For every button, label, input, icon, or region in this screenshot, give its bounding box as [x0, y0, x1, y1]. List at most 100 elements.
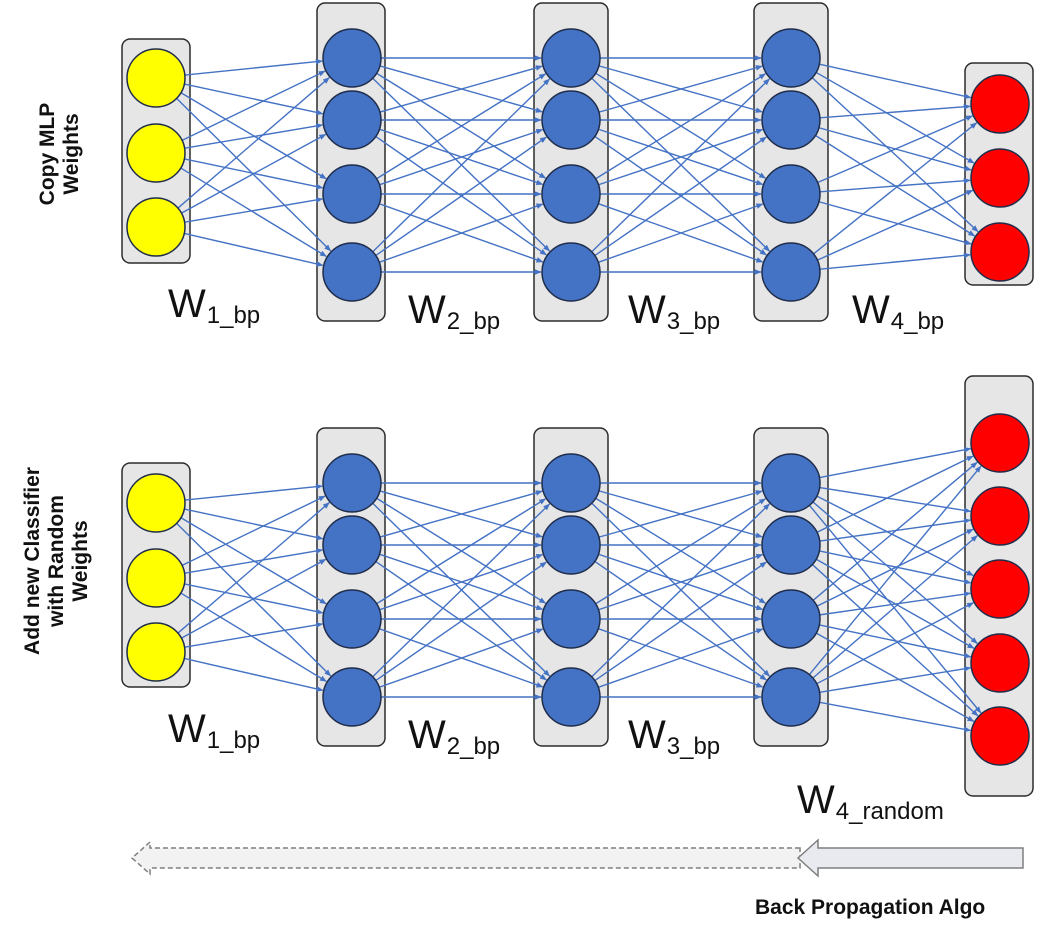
dashed-arrow: [130, 840, 801, 876]
top-label-line1: Copy MLP: [36, 102, 59, 206]
bottom-output-node-5-1: [970, 413, 1030, 473]
top-connection: [372, 78, 551, 253]
top-connection: [595, 73, 767, 180]
top-output-node-5-3: [970, 222, 1030, 282]
bottom-connection: [812, 535, 978, 679]
top-hidden-node-3-1: [541, 28, 601, 88]
bottom-connection: [184, 622, 324, 648]
top-hidden-node-3-4: [541, 242, 601, 302]
bottom-connection: [598, 490, 763, 538]
top-connection: [815, 71, 975, 164]
bottom-connection: [598, 628, 764, 688]
bottom-connection: [181, 558, 327, 639]
weight-label-top-1: W1_bp: [168, 282, 261, 329]
bottom-hidden-node-4-1: [761, 453, 821, 513]
bottom-output-node-5-3: [970, 559, 1030, 619]
bottom-connection: [594, 561, 767, 682]
bottom-connection: [184, 548, 324, 574]
top-connection: [184, 123, 324, 149]
weight-label-top-2: W2_bp: [408, 288, 501, 335]
weight-label-bottom-4: W4_random: [797, 778, 944, 825]
top-hidden-node-4-2: [761, 90, 821, 150]
solid-arrow: [796, 838, 1024, 878]
bottom-connection: [591, 503, 770, 678]
top-nodes: [126, 28, 1030, 302]
bottom-hidden-node-2-2: [322, 515, 382, 575]
weight-label-bottom-2: W2_bp: [408, 713, 501, 760]
top-connection: [811, 77, 979, 233]
weight-label-bottom-3: W3_bp: [628, 713, 721, 760]
bottom-connection: [177, 502, 330, 634]
bottom-connection: [819, 486, 972, 514]
bottom-connection: [595, 498, 767, 605]
bottom-output-node-5-5: [970, 706, 1030, 766]
bottom-connection: [811, 564, 979, 717]
top-input-node-1-3: [126, 197, 186, 257]
top-connection: [184, 58, 323, 76]
bottom-hidden-node-2-3: [322, 589, 382, 649]
top-hidden-node-3-3: [541, 164, 601, 224]
bottom-connection: [808, 504, 982, 714]
bottom-label-line1: Add new Classifier: [21, 467, 44, 655]
bottom-connection: [379, 628, 544, 688]
bottom-connection: [184, 483, 323, 501]
bottom-label-line3: Weights: [69, 520, 92, 602]
back-propagation-caption: Back Propagation Algo: [755, 896, 986, 919]
bottom-connection: [812, 461, 978, 601]
bottom-connection: [379, 553, 544, 611]
bottom-connection: [816, 602, 974, 685]
bottom-input-node-1-3: [126, 622, 186, 682]
top-panel-label: Copy MLP Weights: [36, 84, 84, 224]
top-network: [121, 2, 1034, 322]
bottom-connection: [819, 550, 972, 585]
top-label-line2: Weights: [60, 113, 83, 195]
top-input-node-1-2: [126, 123, 186, 183]
top-connection: [379, 128, 544, 186]
bottom-layer-box-3: [533, 427, 609, 747]
top-hidden-node-4-3: [761, 164, 821, 224]
top-connection: [819, 177, 971, 193]
bottom-hidden-node-3-3: [541, 589, 601, 649]
weight-label-top-4: W4_bp: [852, 288, 945, 335]
bottom-connection: [176, 522, 332, 677]
bottom-connection: [376, 498, 547, 605]
top-connection: [176, 97, 332, 252]
top-connection: [598, 203, 764, 263]
top-connection: [819, 103, 971, 119]
weight-label-top-3: W3_bp: [628, 288, 721, 335]
bottom-connection: [819, 447, 972, 479]
bottom-connection: [816, 455, 974, 533]
bottom-panel-label: Add new Classifier with Random Weights: [21, 451, 93, 671]
top-connection: [379, 65, 543, 113]
bottom-hidden-node-2-4: [322, 667, 382, 727]
bottom-connection: [819, 666, 972, 694]
bottom-connection: [181, 495, 326, 566]
bottom-output-node-5-2: [970, 486, 1030, 546]
bottom-connection: [598, 553, 764, 611]
top-connection: [598, 65, 763, 113]
bottom-connection: [184, 657, 324, 692]
top-connection: [180, 92, 327, 180]
bottom-connection: [815, 632, 975, 722]
bottom-label-line2: with Random: [45, 495, 68, 627]
bottom-nodes: [126, 413, 1030, 766]
bottom-connection: [819, 591, 971, 616]
top-hidden-node-2-1: [322, 28, 382, 88]
back-propagation-arrow: [130, 838, 1024, 878]
bottom-connection: [184, 508, 324, 541]
top-connection: [819, 252, 971, 270]
bottom-hidden-node-3-4: [541, 667, 601, 727]
bottom-hidden-node-3-2: [541, 515, 601, 575]
bottom-network: [121, 375, 1034, 797]
bottom-connection: [180, 517, 327, 605]
top-connection: [817, 189, 974, 261]
top-connection: [376, 73, 547, 180]
top-layer-box-4: [753, 2, 829, 322]
top-connection: [818, 201, 972, 245]
top-hidden-node-2-3: [322, 164, 382, 224]
top-hidden-node-2-4: [322, 242, 382, 302]
top-input-node-1-1: [126, 48, 186, 108]
top-hidden-node-4-1: [761, 28, 821, 88]
top-connection: [591, 78, 770, 253]
top-output-node-5-1: [970, 74, 1030, 134]
